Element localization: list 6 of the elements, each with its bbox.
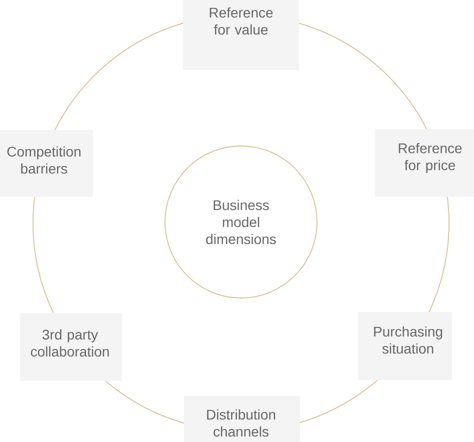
label-box: 3rd party collaboration bbox=[20, 313, 122, 381]
label-box: Competition barriers bbox=[0, 130, 93, 197]
label-box: Distribution channels bbox=[184, 396, 300, 442]
label-box: Purchasing situation bbox=[358, 312, 452, 380]
label-box: Reference for value bbox=[183, 0, 299, 70]
label-box: Reference for price bbox=[375, 129, 474, 197]
